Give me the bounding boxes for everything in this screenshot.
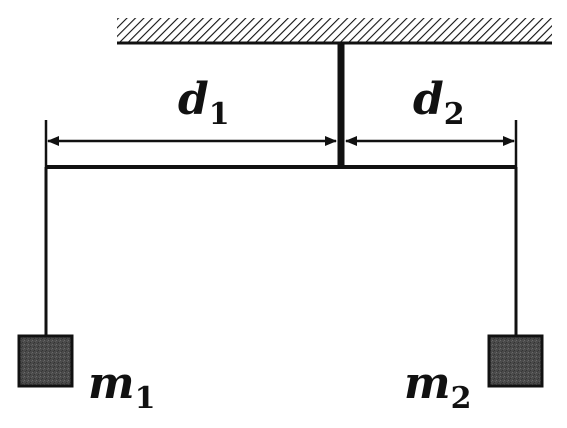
m1-label: m1 [88, 358, 155, 416]
m2-label: m2 [404, 358, 471, 416]
d1-label: d1 [178, 74, 230, 132]
mass-block-2 [487, 334, 544, 388]
ceiling [117, 18, 552, 45]
ceiling-hatching [117, 18, 552, 43]
mass-block-1 [17, 334, 74, 388]
d2-label: d2 [413, 74, 465, 132]
